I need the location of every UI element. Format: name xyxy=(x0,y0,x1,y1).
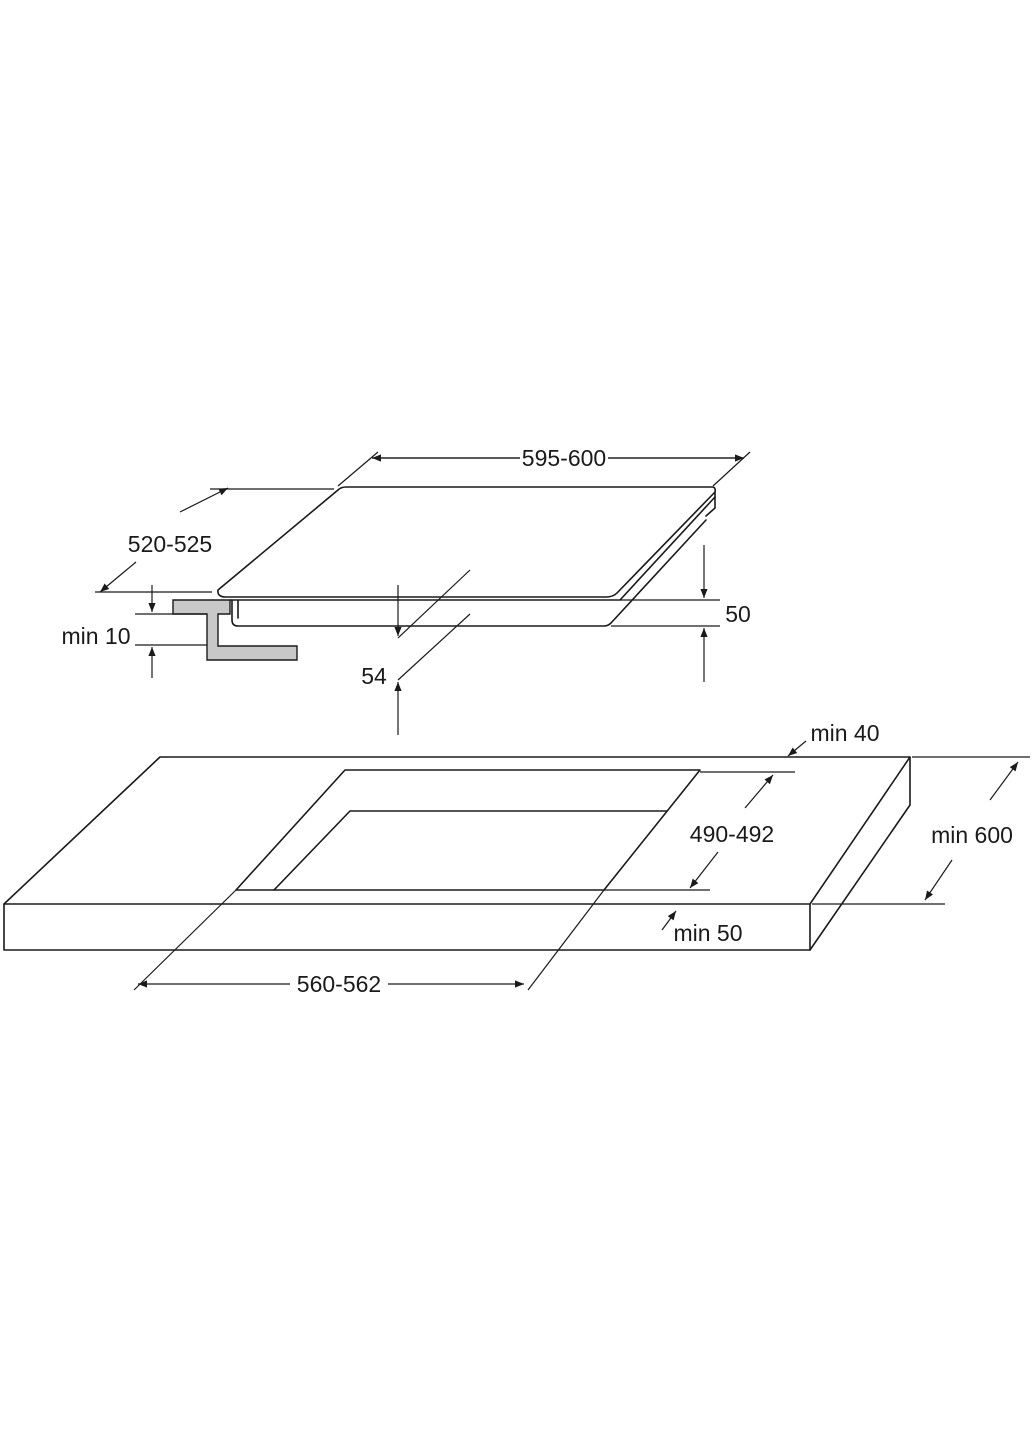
worktop-cutout-outer xyxy=(235,769,701,891)
hob-glass-top xyxy=(217,486,716,598)
worktop-depth-label: min 600 xyxy=(931,822,1013,848)
worktop-support-bracket xyxy=(172,599,298,661)
dimension-worktop-depth: min 600 xyxy=(812,756,1030,905)
worktop-side-face xyxy=(809,756,911,951)
dimension-hob-depth: 520-525 xyxy=(95,487,334,593)
worktop-cutout-inner xyxy=(273,810,668,891)
worktop xyxy=(3,756,911,951)
worktop-front-face xyxy=(3,903,811,951)
hob-side-edge xyxy=(705,496,716,517)
hob-glass-edge xyxy=(229,491,716,601)
clearance-label: min 10 xyxy=(61,623,130,649)
dimension-cutout-depth: 490-492 xyxy=(604,771,795,891)
front-gap-label: min 40 xyxy=(810,720,879,746)
dimension-worktop-back-gap: min 50 xyxy=(661,910,743,946)
cutout-width-label: 560-562 xyxy=(297,971,381,997)
dimension-hob-height: 50 xyxy=(611,545,751,682)
dimension-hob-below-worktop: 54 xyxy=(361,569,471,735)
hob-body xyxy=(231,519,707,627)
dimension-worktop-front-gap: min 40 xyxy=(787,720,880,757)
below-worktop-label: 54 xyxy=(361,663,387,689)
cutout-depth-label: 490-492 xyxy=(690,821,774,847)
back-gap-label: min 50 xyxy=(673,920,742,946)
hob-height-label: 50 xyxy=(725,601,751,627)
hob-width-label: 595-600 xyxy=(522,445,606,471)
hob-appliance xyxy=(217,486,716,627)
dimension-hob-width: 595-600 xyxy=(337,445,751,487)
dimension-bracket-clearance: min 10 xyxy=(61,585,207,678)
dimension-cutout-width: 560-562 xyxy=(133,889,605,997)
hob-depth-label: 520-525 xyxy=(128,531,212,557)
